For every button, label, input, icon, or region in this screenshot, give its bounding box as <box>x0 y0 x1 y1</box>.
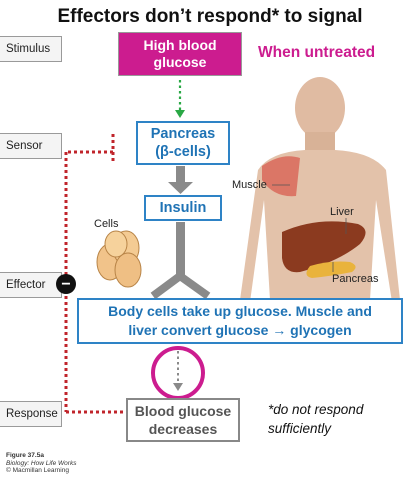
figure-credit: Figure 37.5a Biology: How Life Works © M… <box>6 452 76 475</box>
negative-feedback-line <box>64 134 124 414</box>
negative-feedback-symbol: − <box>56 274 76 294</box>
pancreas-illustration <box>306 261 356 278</box>
pancreas-label: Pancreas <box>332 273 379 285</box>
stimulus-box: High blood glucose <box>118 32 242 76</box>
liver-illustration <box>282 221 366 273</box>
cells-illustration <box>96 230 142 288</box>
signal-to-effector-arrow <box>150 222 211 300</box>
response-text-line2: decreases <box>148 421 218 437</box>
diagram-title: Effectors don’t respond* to signal <box>57 6 363 27</box>
stage-label-sensor: Sensor <box>0 133 62 159</box>
signal-box: Insulin <box>144 195 222 221</box>
credit-line2: Biology: How Life Works <box>6 459 77 467</box>
muscle-label: Muscle <box>232 179 267 191</box>
stimulus-arrow <box>175 80 185 118</box>
effector-box: Body cells take up glucose. Muscle and l… <box>77 298 403 344</box>
stage-label-response: Response <box>0 401 62 427</box>
footnote-line2: sufficiently <box>268 421 332 436</box>
credit-line3: © Macmillan Learning <box>6 467 69 474</box>
footnote-line1: *do not respond <box>268 402 364 417</box>
sensor-box: Pancreas (β-cells) <box>136 121 230 165</box>
condition-label: When untreated <box>258 44 376 61</box>
sensor-text-line2: (β-cells) <box>155 144 211 160</box>
credit-line1: Figure 37.5a <box>6 452 44 459</box>
effector-text-line2: liver convert glucose → glycogen <box>128 322 352 338</box>
stimulus-text-line2: glucose <box>153 54 207 70</box>
response-text-line1: Blood glucose <box>134 403 232 419</box>
footnote: *do not respond sufficiently <box>268 400 408 438</box>
stimulus-text-line1: High blood <box>143 37 217 53</box>
stage-label-stimulus: Stimulus <box>0 36 62 62</box>
sensor-to-signal-arrow <box>168 166 193 194</box>
effector-text-line1: Body cells take up glucose. Muscle and <box>108 303 372 319</box>
cells-label: Cells <box>94 218 119 230</box>
sensor-text-line1: Pancreas <box>150 126 216 142</box>
feedback-symbol-text: − <box>61 276 70 293</box>
liver-label: Liver <box>330 206 354 218</box>
response-arrow <box>151 346 205 400</box>
response-box: Blood glucose decreases <box>126 398 240 442</box>
